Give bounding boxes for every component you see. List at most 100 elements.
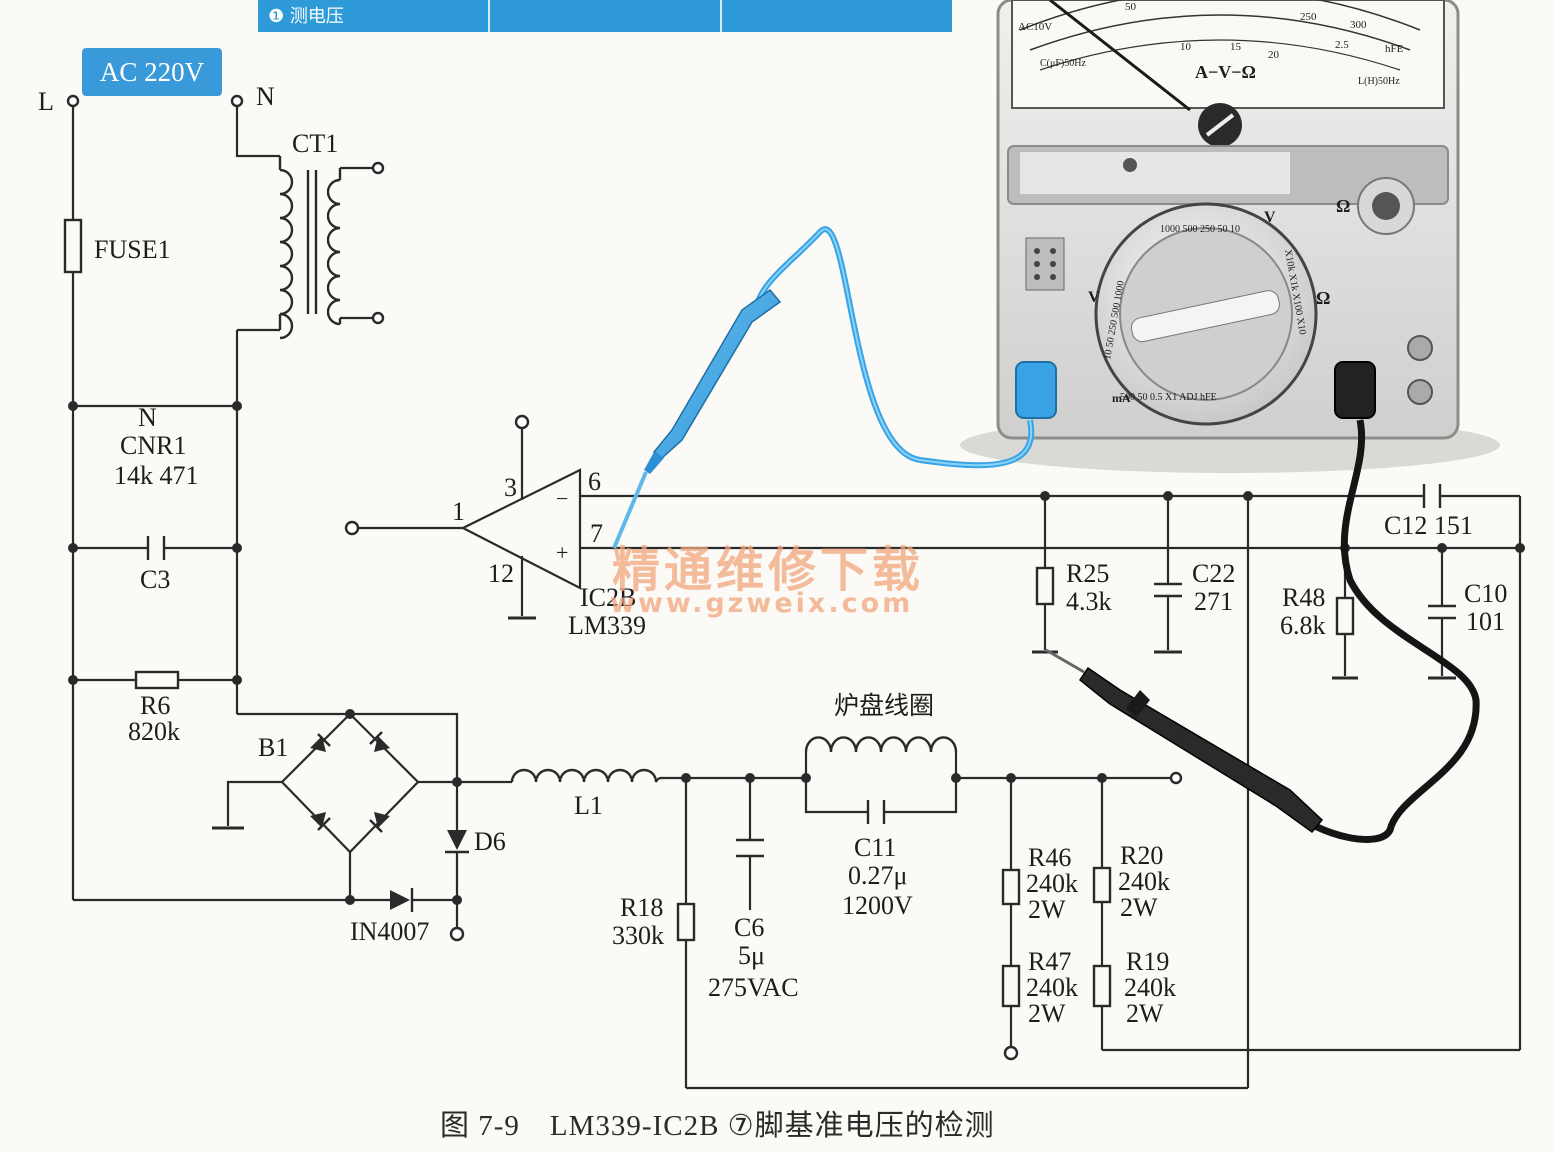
arc-number: 20 [1268,49,1280,61]
meter-display [1011,0,1445,109]
meter-needle [1049,0,1191,112]
r48-label: R48 [1282,583,1325,612]
r47-value1: 240k [1026,973,1078,1002]
arc-number: 300 [1350,19,1367,31]
r25-label: R25 [1066,559,1109,588]
display-unit-label: A−V−Ω [1195,62,1256,82]
jack-2500v[interactable] [1407,335,1433,361]
r46-value1: 240k [1026,869,1078,898]
cnr1-value: 14k 471 [114,461,199,490]
scale-c-label: C(μF)50Hz [1040,58,1086,69]
l1-label: L1 [574,791,603,820]
opamp-pin6: 6 [588,467,601,496]
b1-label: B1 [258,733,288,762]
header-table: ❶ 测电压 [258,0,952,32]
junction-dots [68,401,1525,905]
arc-number: 250 [1300,11,1317,23]
dial-v-label-top: V [1264,209,1276,226]
header-cell: ❶ 测电压 [258,0,490,32]
c6-label: C6 [734,913,764,942]
figure-caption: 图 7-9 LM339-IC2B ⑦脚基准电压的检测 [440,1110,995,1142]
l-label: L [38,87,54,116]
ac-220v-badge: AC 220V [82,48,222,96]
opamp-plus: + [556,540,568,565]
ct1-label: CT1 [292,129,338,158]
opamp-pin7: 7 [590,519,603,548]
scale-l-label: L(H)50Hz [1358,76,1400,87]
component-labels: L N CT1 FUSE1 N CNR1 14k 471 C3 R6 820k … [38,82,1507,1028]
r19-value2: 2W [1126,999,1164,1028]
arc-number: hFE [1385,43,1404,55]
dial-v-label: V [1088,289,1100,306]
hfe-socket[interactable] [1025,237,1065,291]
watermark-url: www.gzweix.com [610,588,914,619]
circuit-wires [71,101,1522,1090]
r19-value1: 240k [1124,973,1176,1002]
terminal-ct1-top [371,161,385,175]
coil-label: 炉盘线圈 [834,692,934,720]
terminal-ct1-bottom [371,311,385,325]
blue-probe-lead [752,226,1035,469]
multimeter: AC10V C(μF)50Hz L(H)50Hz A−V−Ω 50 10 15 … [960,0,1500,473]
c22-value: 271 [1194,587,1233,616]
jack-5a[interactable] [1407,379,1433,405]
r20-value1: 240k [1118,867,1170,896]
fuse-body [63,218,83,274]
arc-number: 50 [1125,1,1137,13]
r20-value2: 2W [1120,893,1158,922]
ohm-knob-label: Ω [1336,196,1350,216]
in4007-label: IN4007 [350,917,429,946]
c10-value: 101 [1466,607,1505,636]
com-jack-plug-blue[interactable] [1015,361,1057,419]
c12-label: C12 151 [1384,511,1473,540]
opamp-pin12: 12 [488,559,514,588]
r48-value: 6.8k [1280,611,1326,640]
c11-label: C11 [854,833,896,862]
c6-value1: 5μ [738,941,765,970]
c22-label: C22 [1192,559,1235,588]
terminal-pin3 [514,414,530,430]
plus-jack-plug-black[interactable] [1334,361,1376,419]
arc-number: 2.5 [1335,39,1349,51]
black-probe[interactable] [1045,419,1480,843]
terminal-opamp-out [344,520,360,536]
c11-value2: 1200V [842,891,913,920]
r25-value: 4.3k [1066,587,1112,616]
r6-label: R6 [140,691,170,720]
arc-number: 15 [1230,41,1242,53]
scale-ac-label: AC10V [1018,21,1052,33]
black-probe-lead [1287,419,1480,843]
dial-ohm-label: Ω [1316,288,1330,308]
opamp-pin3: 3 [504,473,517,502]
component-symbols [63,94,1456,1061]
n-label: N [256,82,275,111]
c11-value1: 0.27μ [848,861,907,890]
r18-label: R18 [620,893,663,922]
dial-ma-label: mA [1112,391,1131,405]
terminal-n [230,94,244,108]
r20-label: R20 [1120,841,1163,870]
c6-value2: 275VAC [708,973,799,1002]
opamp-pin1: 1 [452,497,465,526]
c3-label: C3 [140,565,170,594]
arc-number: 10 [1180,41,1192,53]
dial-scale-top: 1000 500 250 50 10 [1160,224,1240,235]
terminal-coil-out [1169,771,1183,785]
r47-value2: 2W [1028,999,1066,1028]
terminal-d6 [449,926,465,942]
opamp-part: LM339 [568,611,646,640]
terminal-l [66,94,80,108]
watermark-text: 精通维修下载 [612,542,925,598]
r47-label: R47 [1028,947,1071,976]
blue-probe[interactable] [612,226,1035,549]
r46-value2: 2W [1028,895,1066,924]
r18-value: 330k [612,921,664,950]
cnr1-label: CNR1 [120,431,186,460]
r46-label: R46 [1028,843,1071,872]
r19-label: R19 [1126,947,1169,976]
fuse-label: FUSE1 [94,235,171,264]
terminal-r47 [1003,1045,1019,1061]
c10-label: C10 [1464,579,1507,608]
r6-value: 820k [128,717,180,746]
